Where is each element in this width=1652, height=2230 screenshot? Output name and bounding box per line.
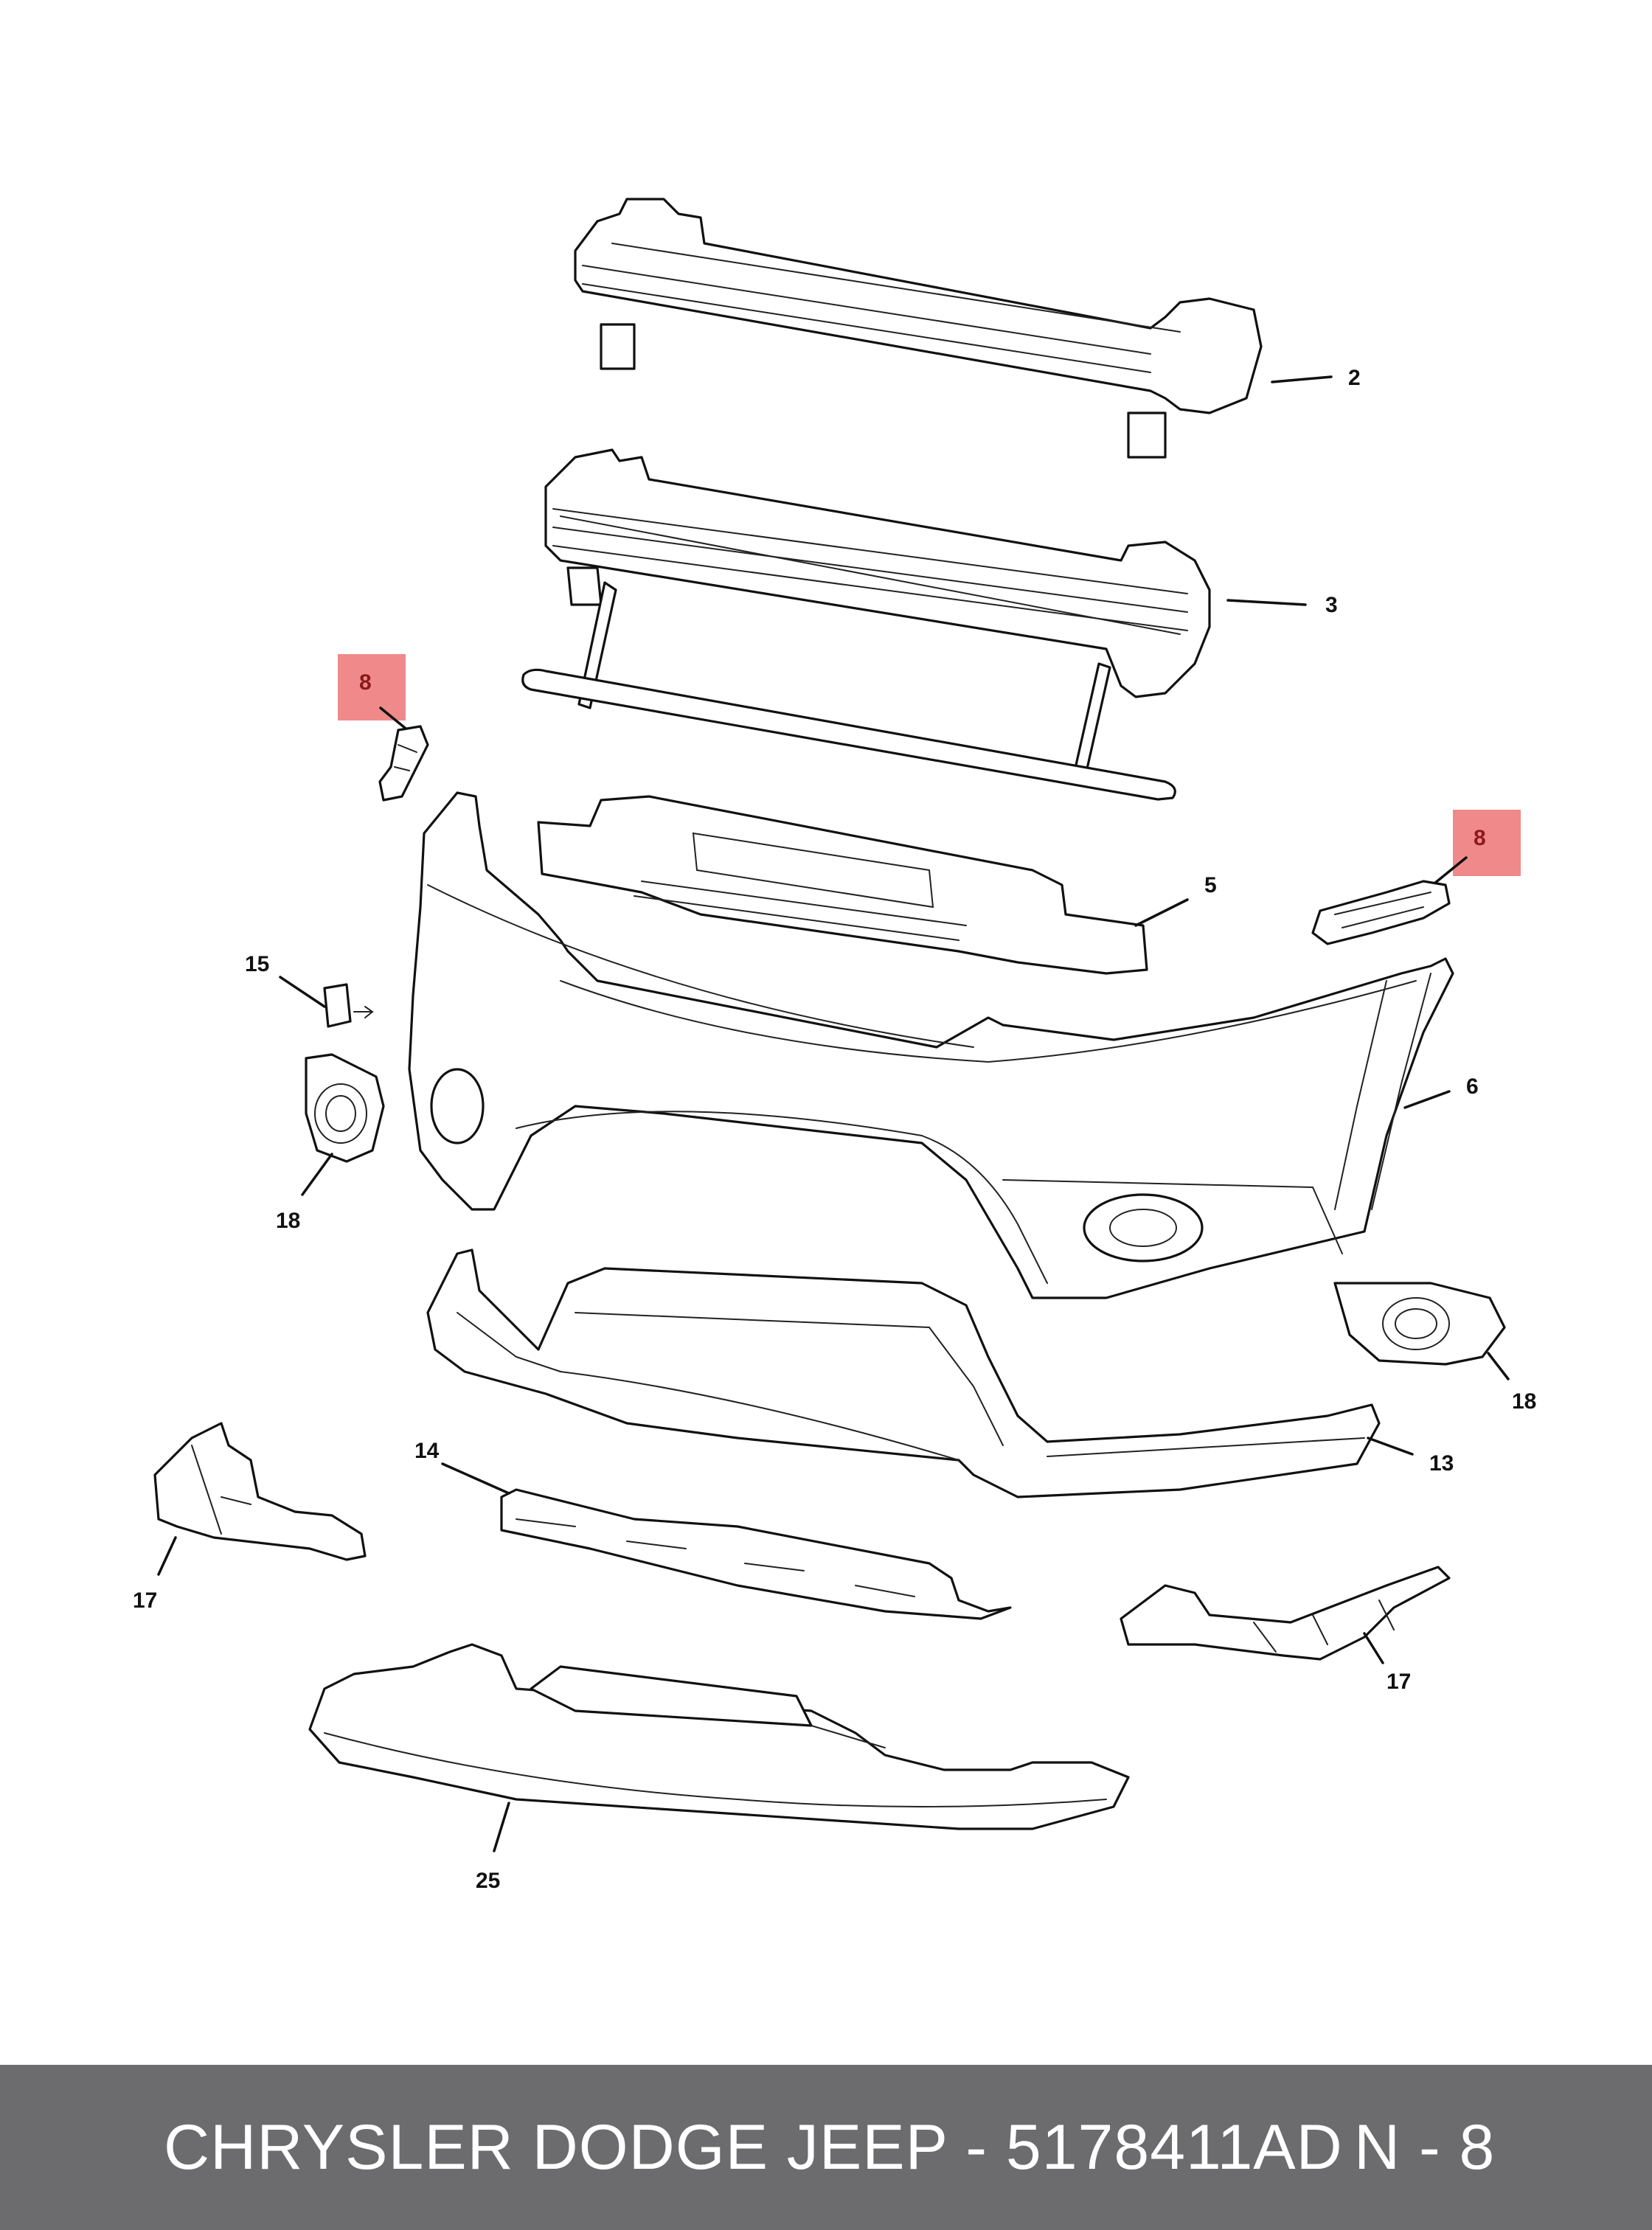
part-15-clip (323, 983, 374, 1028)
part-6-front-fascia (408, 791, 1454, 1299)
part-17-bracket-left (153, 1422, 367, 1561)
part-17-bracket-right (1120, 1566, 1451, 1661)
callout-5: 5 (1204, 873, 1217, 897)
callout-17-left: 17 (133, 1588, 157, 1613)
callout-13: 13 (1429, 1451, 1454, 1476)
callout-14: 14 (414, 1439, 440, 1463)
part-number-label: CHRYSLER DODGE JEEP - 5178411AD (164, 2111, 1343, 2183)
callout-6: 6 (1466, 1074, 1479, 1099)
callout-17-right: 17 (1386, 1670, 1411, 1694)
callout-18-right: 18 (1512, 1389, 1536, 1414)
parts-diagram: 2 3 8 8 5 (133, 198, 1536, 1893)
callout-8-left: 8 (359, 670, 372, 695)
part-18-fog-bezel-left (305, 1053, 385, 1163)
part-3-impact-bar (521, 448, 1211, 801)
part-14-skid-plate (500, 1488, 1012, 1620)
part-5-upper-absorber (537, 795, 1148, 975)
callout-8-right: 8 (1474, 826, 1486, 850)
part-18-fog-bezel-right (1333, 1282, 1506, 1366)
callout-2: 2 (1348, 366, 1361, 390)
part-8-bracket-left (378, 725, 429, 802)
part-2-reinforcement-beam (574, 198, 1263, 459)
callout-15: 15 (245, 952, 269, 976)
callout-3: 3 (1325, 593, 1338, 617)
footer-bar: CHRYSLER DODGE JEEP - 5178411AD N - 8 (0, 2065, 1652, 2230)
highlight-8-left (338, 654, 406, 720)
part-8-bracket-right (1311, 880, 1451, 945)
callout-18-left: 18 (276, 1209, 300, 1233)
highlight-8-right (1453, 810, 1521, 876)
diagram-reference: N - 8 (1354, 2111, 1496, 2183)
callout-25: 25 (476, 1869, 500, 1893)
part-25-air-dam (308, 1643, 1130, 1830)
part-13-lower-fascia (426, 1248, 1381, 1498)
